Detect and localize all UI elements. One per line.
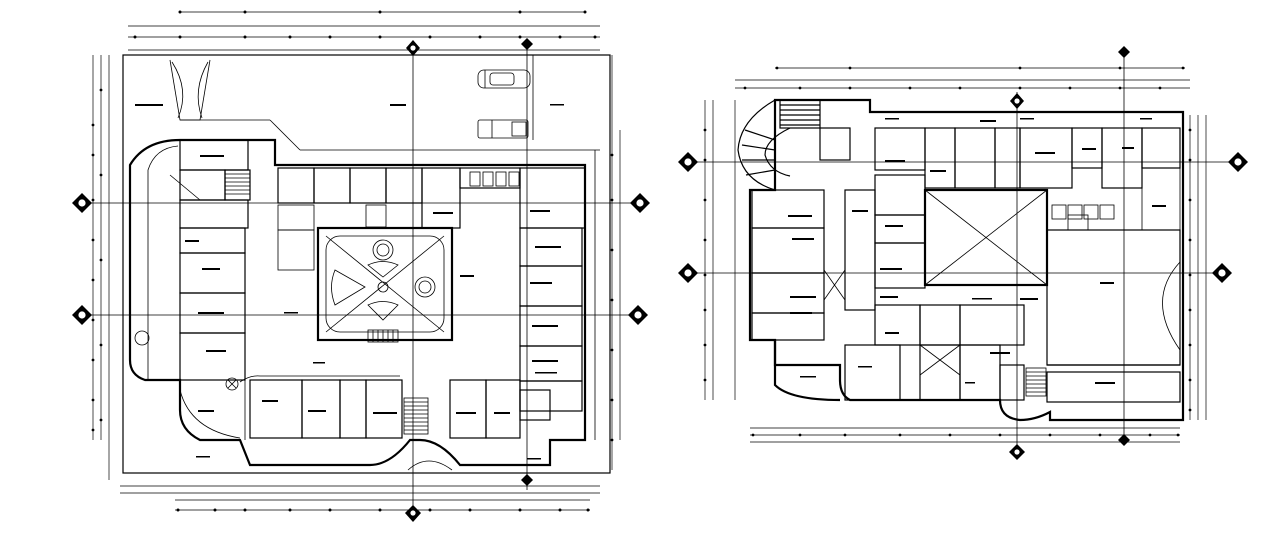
stair-icon <box>169 173 250 201</box>
dimension-ticks-right-right <box>1188 128 1192 412</box>
building-outline-right <box>748 98 1185 422</box>
dimension-lines-left-right <box>704 100 736 400</box>
grid-bubble-icon <box>72 193 650 325</box>
dimension-ticks-bottom-left <box>176 508 590 512</box>
bottom-stair-right <box>823 269 1047 397</box>
entrance-arc-left <box>134 330 453 471</box>
site-boundary-left <box>122 54 611 474</box>
building-outline-left <box>128 138 587 467</box>
dimension-lines-top-right <box>735 67 1190 89</box>
dimension-lines-left-left <box>92 55 110 480</box>
room-label-marks-right <box>788 118 1166 384</box>
building-inner-outline-left <box>147 145 400 440</box>
courtyard-steps <box>367 329 399 343</box>
plan-right <box>678 46 1248 460</box>
rooms-bottom-row-left <box>249 379 551 439</box>
dimension-lines-right-left <box>611 55 621 470</box>
dimension-ticks-top-left <box>133 10 597 39</box>
plan-left <box>72 10 650 522</box>
bottom-stair-left <box>403 397 429 435</box>
hall-right <box>1046 229 1181 403</box>
rooms-top-row-right <box>819 127 1181 189</box>
car-icon <box>477 69 531 89</box>
dimension-ticks-top-right <box>743 66 1185 90</box>
dimension-lines-top-left <box>128 11 600 51</box>
wc-blocks-right <box>1051 167 1181 231</box>
rooms-bottom-right <box>844 304 1025 401</box>
dimension-ticks-left-right <box>703 128 707 382</box>
dimension-ticks-right-left <box>610 153 614 442</box>
rooms-top-row-left <box>277 167 586 229</box>
central-void-right <box>923 188 1049 287</box>
stair-tower-right <box>737 99 821 191</box>
dimension-ticks-bottom-right <box>751 433 1180 437</box>
central-courtyard <box>316 226 454 342</box>
dimension-ticks-left-left <box>91 88 103 432</box>
rooms-upper-left <box>179 139 251 381</box>
dimension-lines-bottom-right <box>750 427 1180 443</box>
room-label-marks-left <box>135 104 564 460</box>
parking-area <box>180 55 600 440</box>
dimension-lines-bottom-left <box>120 485 600 511</box>
dimension-lines-right-right <box>1189 115 1207 420</box>
rooms-left-column-right <box>751 174 926 341</box>
axis-lines-left <box>80 45 640 515</box>
fountain-icon <box>331 239 436 321</box>
section-arrow-icon <box>405 38 533 522</box>
grid-bubble-icon <box>678 152 1248 283</box>
truck-icon <box>477 119 529 139</box>
wc-blocks-left <box>277 171 520 271</box>
section-arrow-icon <box>1009 46 1130 460</box>
entrance-gate <box>169 59 211 121</box>
rooms-right-column-left <box>519 227 583 412</box>
